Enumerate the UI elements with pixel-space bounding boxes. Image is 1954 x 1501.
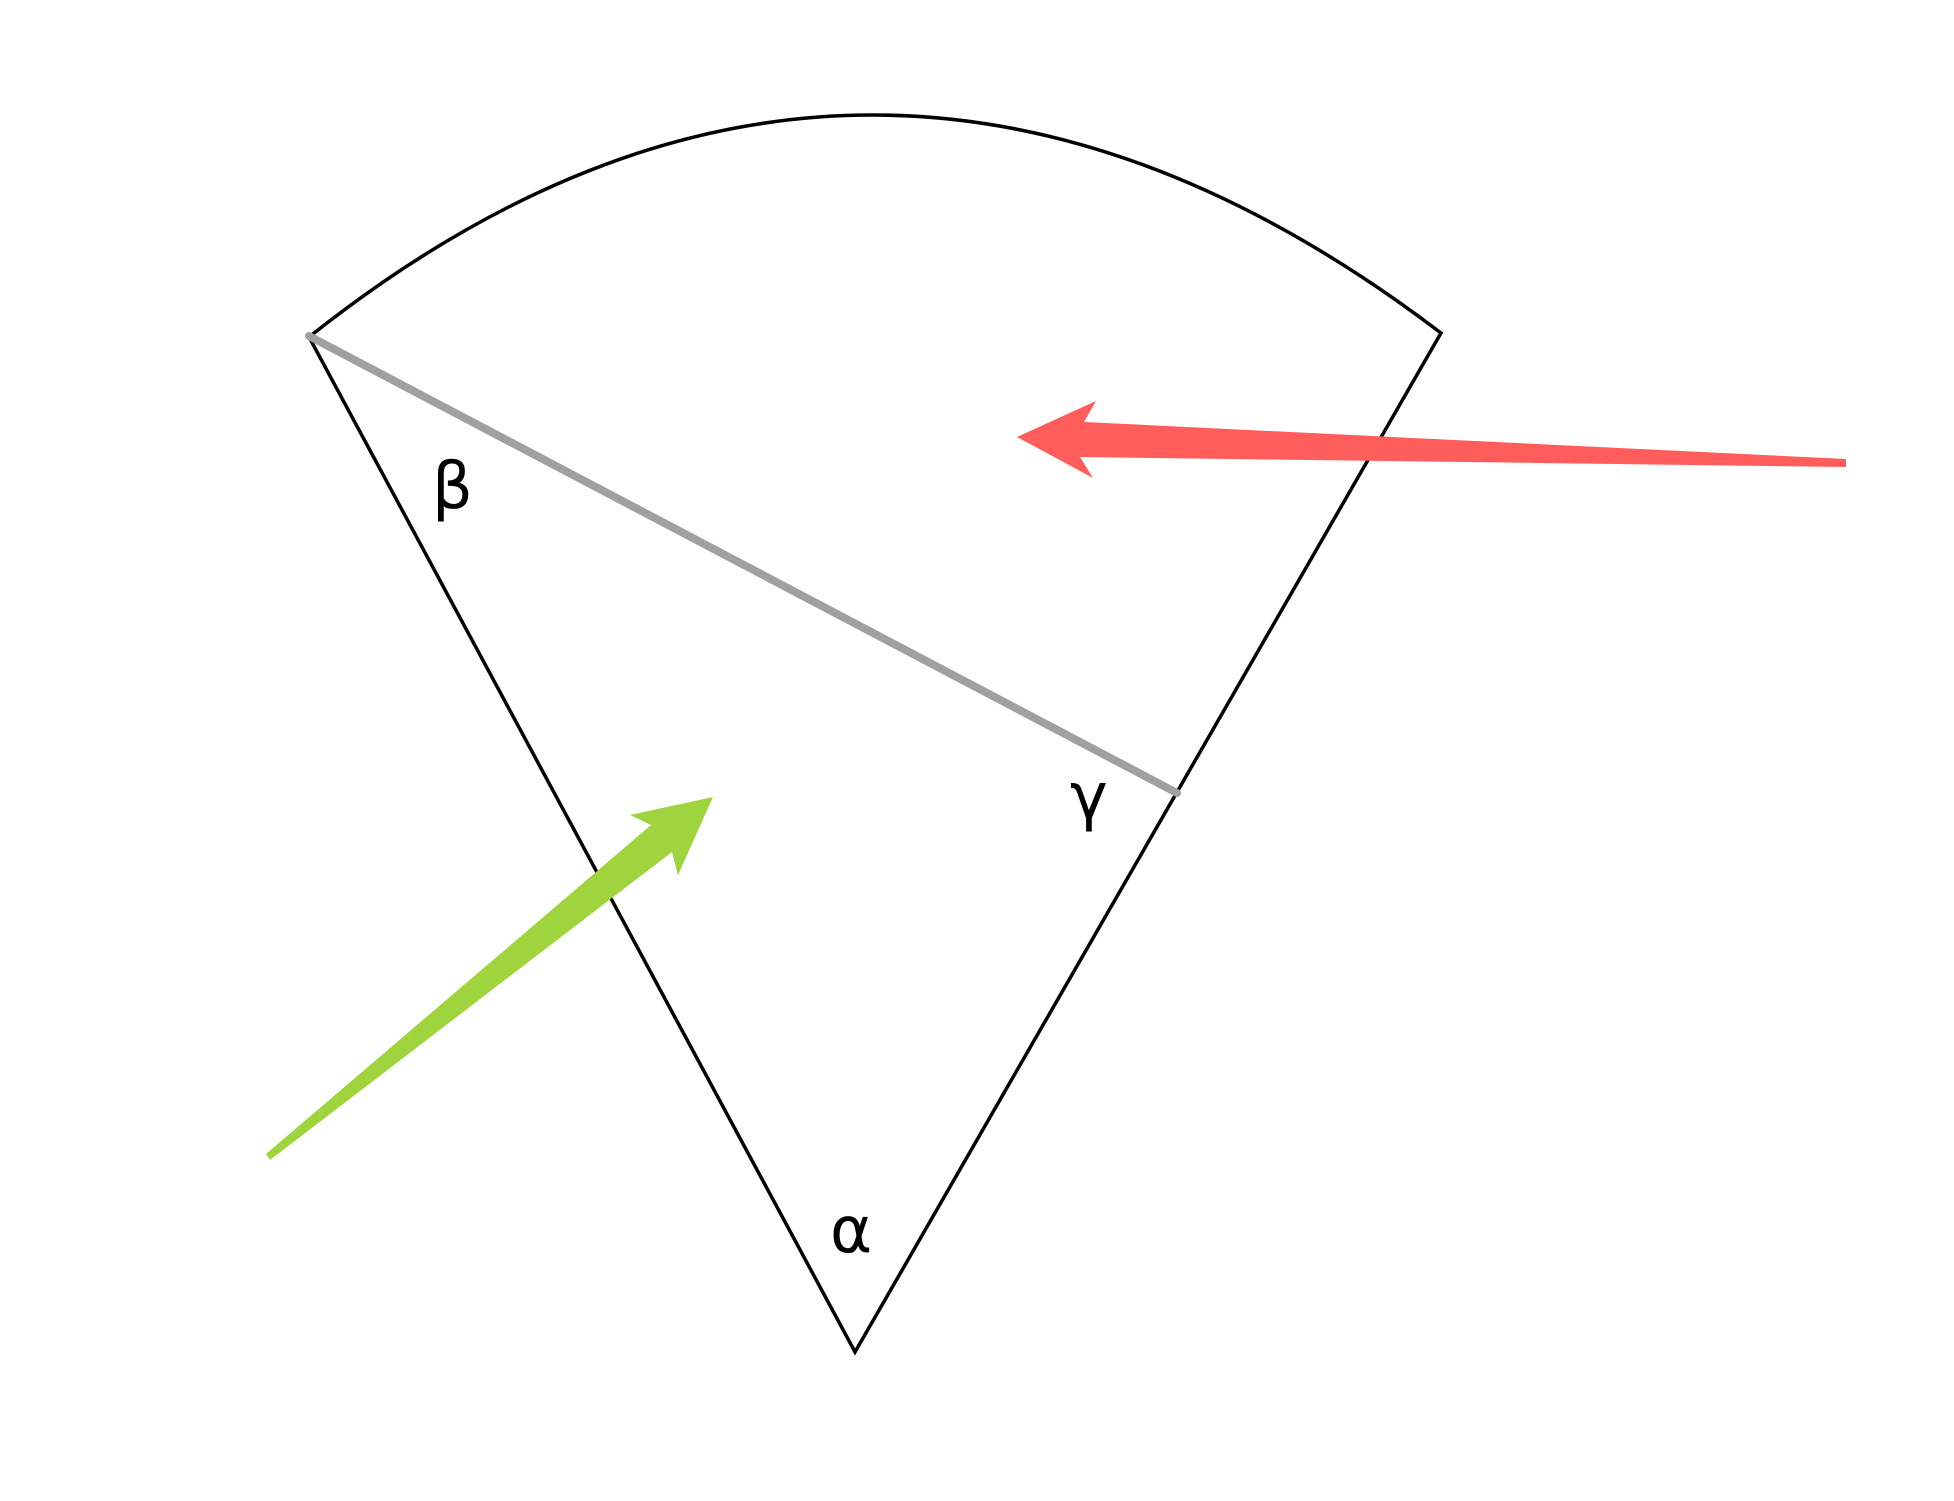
red-arrow-icon — [1017, 401, 1846, 478]
angle-label-alpha: α — [830, 1194, 872, 1268]
sector-outline — [306, 113, 1444, 1356]
gray-chord-line — [305, 332, 1181, 797]
angle-label-beta: β — [432, 450, 473, 524]
angle-label-gamma: γ — [1070, 760, 1108, 834]
green-arrow-icon — [266, 797, 713, 1160]
